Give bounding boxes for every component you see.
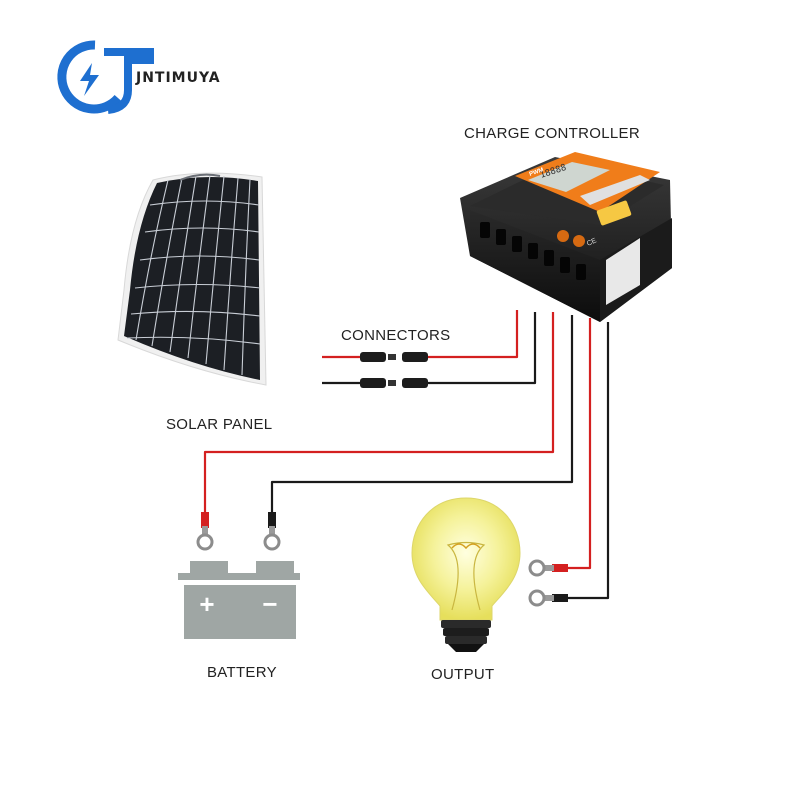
connectors-label: CONNECTORS bbox=[341, 327, 451, 344]
solar-wires bbox=[322, 310, 537, 385]
battery-icon bbox=[178, 561, 300, 639]
charge-controller-label: CHARGE CONTROLLER bbox=[464, 125, 640, 142]
light-bulb-icon bbox=[411, 497, 521, 652]
brand-name: JNTIMUYA bbox=[136, 70, 221, 86]
connector-icon bbox=[360, 352, 428, 388]
controller-badge: PWM bbox=[529, 167, 545, 178]
battery-wires bbox=[203, 312, 574, 512]
battery-positive-sign: + bbox=[199, 589, 214, 619]
battery-negative-sign: − bbox=[262, 589, 277, 619]
solar-panel-icon bbox=[117, 172, 267, 386]
charge-controller-icon bbox=[460, 152, 672, 322]
output-wires bbox=[566, 318, 610, 600]
ring-terminal-icon bbox=[196, 512, 568, 607]
output-label: OUTPUT bbox=[431, 666, 495, 683]
controller-ce-mark: CE bbox=[586, 237, 598, 248]
logo-icon bbox=[57, 40, 154, 114]
solar-panel-label: SOLAR PANEL bbox=[166, 416, 273, 433]
battery-label: BATTERY bbox=[207, 664, 277, 681]
